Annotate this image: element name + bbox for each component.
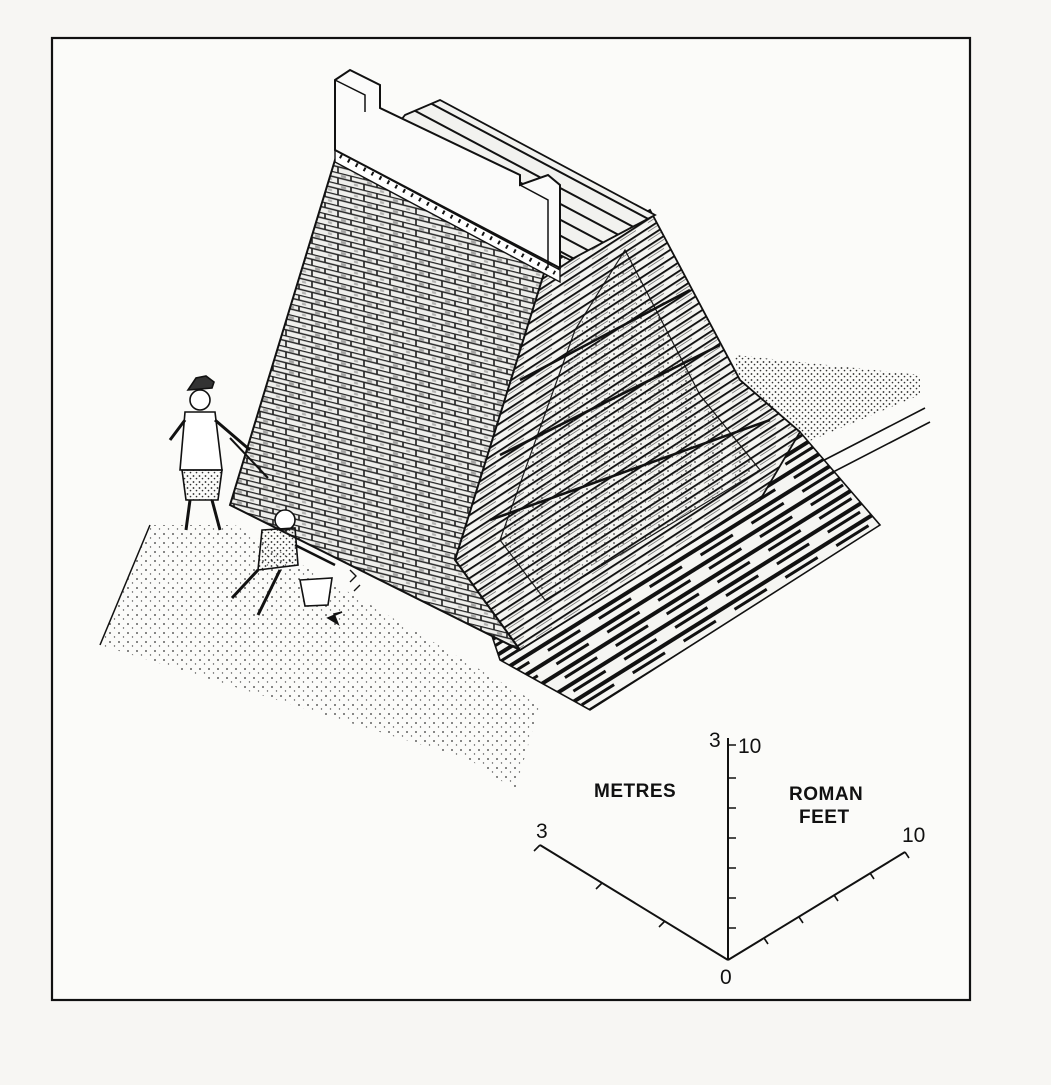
scale-bar bbox=[533, 738, 910, 961]
scale-feet-axis bbox=[727, 851, 906, 961]
scale-metres-axis-max: 3 bbox=[536, 820, 548, 843]
scale-ticks bbox=[533, 744, 910, 945]
worker-figure bbox=[230, 509, 361, 626]
scale-metres-axis bbox=[539, 844, 729, 961]
roman-soldier-figure bbox=[168, 375, 269, 531]
scale-vertical-metres-max: 3 bbox=[709, 729, 721, 752]
scale-roman-feet-label-line2: FEET bbox=[799, 807, 850, 828]
scale-feet-axis-max: 10 bbox=[902, 824, 925, 847]
brick-face bbox=[228, 148, 561, 651]
scale-origin: 0 bbox=[720, 966, 732, 989]
scale-metres-label: METRES bbox=[594, 781, 676, 802]
scale-roman-feet-label-line1: ROMAN bbox=[789, 784, 863, 805]
parapet bbox=[334, 68, 561, 270]
scale-vertical-feet-max: 10 bbox=[738, 735, 761, 758]
ground-bank bbox=[99, 524, 540, 790]
